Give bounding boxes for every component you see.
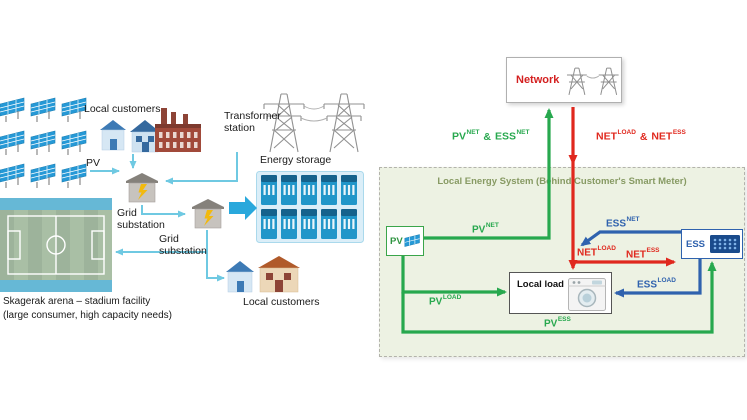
local-load-box: Local load — [509, 272, 612, 314]
local-customers-top-label: Local customers — [84, 103, 161, 115]
flow-label-pv-load: PVLOAD — [429, 294, 462, 308]
pv-box-label: PV — [390, 235, 403, 247]
flow-label-net-ess: NETESS — [626, 247, 660, 261]
pv-label: PV — [86, 157, 101, 169]
flow-label-ess-net: ESSNET — [606, 216, 640, 230]
flow-label-ess-load: ESSLOAD — [637, 277, 676, 291]
flow-label-pv-net: PVNET — [472, 222, 499, 236]
transformer-station-label: Transformer station — [224, 110, 281, 135]
network-box: Network — [506, 57, 622, 103]
flow-label-pv-ess: PVESS — [544, 316, 571, 330]
system-title: Local Energy System (Behind Customer's S… — [437, 176, 687, 187]
flow-label-net-load: NETLOAD — [577, 245, 616, 259]
grid-substation-label-a: Grid substation — [117, 207, 165, 232]
storage-feed-arrow — [229, 196, 257, 220]
arena-caption-line1: Skagerak arena – stadium facility — [3, 296, 151, 307]
ess-box: ESS — [681, 229, 743, 259]
grid-substation-label-b: Grid substation — [159, 233, 207, 258]
flow-label-top-export: PVNET & ESSNET — [452, 129, 530, 143]
arena-caption-line2: (large consumer, high capacity needs) — [3, 310, 172, 321]
factory-icon — [155, 108, 201, 152]
ess-battery-icon — [710, 235, 740, 253]
flow-label-top-import: NETLOAD & NETESS — [596, 129, 686, 143]
local-customers-bottom-label: Local customers — [243, 296, 320, 308]
network-label: Network — [516, 74, 560, 86]
houses-bottom-icon — [226, 256, 300, 293]
stadium-icon — [0, 198, 112, 292]
energy-storage-label: Energy storage — [260, 154, 332, 166]
local-load-label: Local load — [517, 279, 564, 290]
washing-machine-icon — [568, 278, 606, 311]
network-towers-icon — [567, 67, 620, 95]
ess-box-label: ESS — [686, 238, 706, 250]
solar-array-icon — [0, 97, 87, 189]
houses-top-icon — [100, 120, 160, 153]
pv-panel-icon — [404, 234, 420, 247]
pv-box: PV — [386, 226, 424, 256]
grid-substation-icon-b — [192, 199, 224, 229]
energy-storage-icon — [256, 171, 364, 243]
grid-substation-icon-a — [126, 173, 158, 203]
transmission-towers-icon — [263, 93, 365, 153]
